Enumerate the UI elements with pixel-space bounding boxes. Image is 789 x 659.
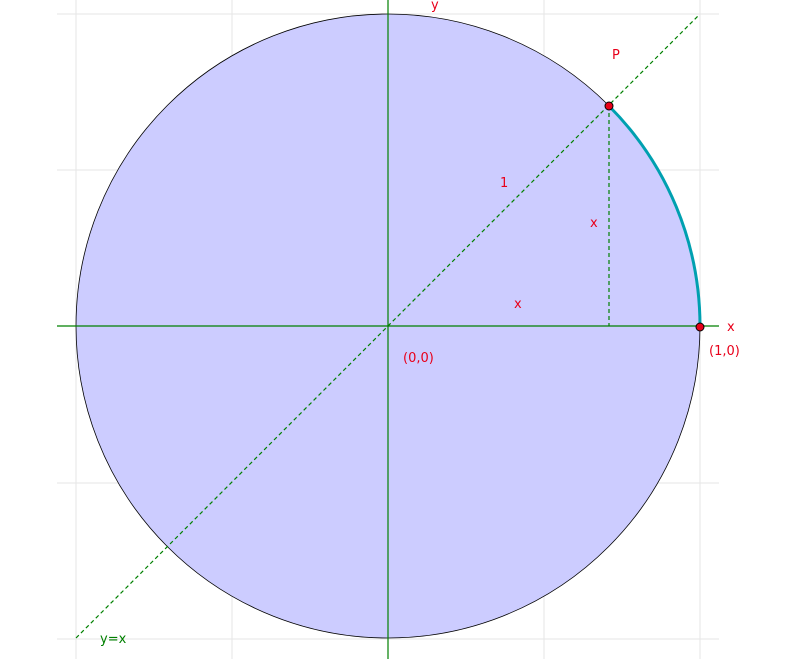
point-unit: [695, 322, 705, 332]
vertical-leg-label: x: [590, 216, 598, 231]
diagonal-label: y=x: [100, 632, 127, 647]
unit-point-label: (1,0): [709, 344, 740, 359]
x-axis-label: x: [727, 320, 735, 335]
origin-label: (0,0): [403, 351, 434, 366]
arc: [607, 104, 702, 327]
radius-label: 1: [500, 176, 508, 191]
point-p: [604, 101, 614, 111]
y-axis-label: y: [431, 0, 439, 13]
angle-label: x: [514, 297, 522, 312]
point-p-label: P: [612, 48, 620, 63]
